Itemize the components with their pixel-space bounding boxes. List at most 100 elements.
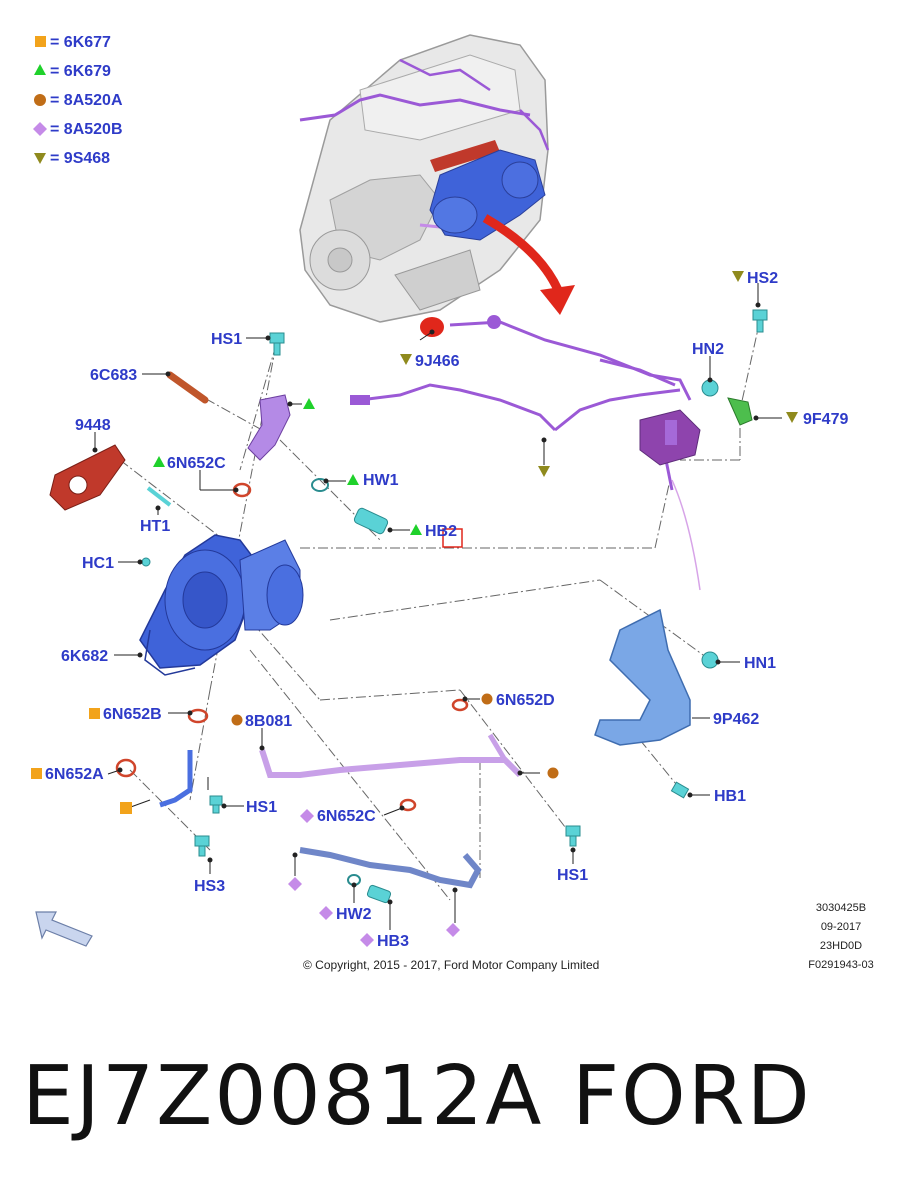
label-9j466: 9J466 bbox=[415, 353, 460, 370]
callout-symbols bbox=[31, 271, 798, 947]
label-hw1: HW1 bbox=[363, 472, 399, 489]
label-6n652c-top: 6N652C bbox=[167, 455, 226, 472]
symbol-triangle-down-hs2 bbox=[732, 271, 744, 282]
copyright-text: © Copyright, 2015 - 2017, Ford Motor Com… bbox=[303, 958, 599, 972]
symbol-diamond-hb3 bbox=[360, 933, 374, 947]
label-hs1-mid: HS1 bbox=[246, 799, 277, 816]
symbol-square-6n652b bbox=[89, 708, 100, 719]
legend-triangle-down-symbol bbox=[34, 153, 46, 164]
legend-label-triangle-down: 9S468 bbox=[64, 150, 110, 167]
symbol-square-oil-tube bbox=[120, 802, 132, 814]
reference-1: 3030425B bbox=[816, 902, 866, 914]
part-9f479-sensor bbox=[727, 397, 753, 426]
engine-block-illustration bbox=[299, 34, 550, 323]
brand-name: FORD bbox=[572, 1049, 812, 1144]
part-bracket-purple bbox=[247, 394, 291, 461]
legend: = 6K677 = 6K679 = 8A520A = 8A520B = 9S46… bbox=[33, 34, 123, 167]
label-6n652b: 6N652B bbox=[103, 706, 162, 723]
symbol-triangle-up-hw1 bbox=[347, 474, 359, 485]
svg-text:= 8A520B: = 8A520B bbox=[50, 121, 123, 138]
legend-label-triangle-up: 6K679 bbox=[64, 63, 111, 80]
symbol-circle-tube bbox=[547, 767, 559, 779]
nut-hn1 bbox=[701, 651, 719, 669]
heat-shield-9p462 bbox=[594, 608, 691, 746]
callout-labels: HS2 HS1 6C683 9J466 HN2 9F479 9448 6N652… bbox=[45, 270, 848, 950]
bolt-hs3 bbox=[194, 835, 210, 857]
symbol-diamond-6n652c bbox=[300, 809, 314, 823]
symbol-triangle-up-bracket bbox=[303, 398, 315, 409]
turbocharger-6k682 bbox=[139, 534, 304, 676]
label-9p462: 9P462 bbox=[713, 711, 759, 728]
symbol-triangle-up-hb2 bbox=[410, 524, 422, 535]
label-6k682: 6K682 bbox=[61, 648, 108, 665]
oring-6n652a bbox=[115, 758, 137, 778]
symbol-diamond-hw2 bbox=[319, 906, 333, 920]
label-hc1: HC1 bbox=[82, 555, 114, 572]
label-hw2: HW2 bbox=[336, 906, 372, 923]
label-hb2: HB2 bbox=[425, 523, 457, 540]
coolant-tube-8b081 bbox=[259, 733, 523, 778]
part-number: EJ7Z00812A bbox=[22, 1049, 544, 1144]
label-hn2: HN2 bbox=[692, 341, 724, 358]
symbol-diamond-tube-left bbox=[288, 877, 302, 891]
legend-label-diamond: 8A520B bbox=[64, 121, 123, 138]
bolt-hb2 bbox=[353, 507, 389, 535]
bolt-hs1-mid bbox=[209, 795, 223, 814]
symbol-triangle-down-harness bbox=[538, 466, 550, 477]
label-hs3: HS3 bbox=[194, 878, 225, 895]
symbol-diamond-tube-right bbox=[446, 923, 460, 937]
label-hs1-right: HS1 bbox=[557, 867, 588, 884]
reference-4: F0291943-03 bbox=[808, 959, 873, 971]
bolt-hs1-top bbox=[269, 332, 285, 356]
label-hb1: HB1 bbox=[714, 788, 746, 805]
symbol-triangle-up-6n652c bbox=[153, 456, 165, 467]
label-hs2: HS2 bbox=[747, 270, 778, 287]
legend-diamond-symbol bbox=[33, 122, 47, 136]
oring-6n652b bbox=[187, 708, 209, 724]
exploded-parts-diagram: = 6K677 = 6K679 = 8A520A = 8A520B = 9S46… bbox=[31, 34, 874, 972]
stud-ht1 bbox=[146, 486, 172, 507]
label-hs1-top: HS1 bbox=[211, 331, 242, 348]
svg-text:= 9S468: = 9S468 bbox=[50, 150, 110, 167]
oring-6n652d bbox=[451, 698, 469, 712]
reference-2: 09-2017 bbox=[821, 921, 861, 933]
legend-label-circle: 8A520A bbox=[64, 92, 123, 109]
label-9f479: 9F479 bbox=[803, 411, 848, 428]
bolt-hb3 bbox=[366, 884, 392, 904]
callout-leaders bbox=[92, 283, 782, 930]
symbol-circle-8b081 bbox=[231, 714, 243, 726]
symbol-triangle-down-9f479 bbox=[786, 412, 798, 423]
caption: EJ7Z00812A FORD bbox=[0, 1040, 912, 1160]
symbol-circle-6n652d bbox=[481, 693, 493, 705]
label-hn1: HN1 bbox=[744, 655, 776, 672]
part-6c683-sensor bbox=[166, 371, 209, 404]
label-6n652a: 6N652A bbox=[45, 766, 104, 783]
harness-connector-parts bbox=[350, 315, 701, 591]
label-hb3: HB3 bbox=[377, 933, 409, 950]
symbol-square-6n652a bbox=[31, 768, 42, 779]
wiring-harness-9j466 bbox=[359, 320, 692, 491]
oring-6n652c-bottom bbox=[399, 798, 417, 812]
symbol-triangle-down-9j466 bbox=[400, 354, 412, 365]
washer-hw1 bbox=[311, 478, 329, 492]
bolt-hs1-right bbox=[565, 825, 581, 847]
legend-label-square: 6K677 bbox=[64, 34, 111, 51]
bolt-hb1 bbox=[670, 781, 690, 799]
label-ht1: HT1 bbox=[140, 518, 170, 535]
red-arrow-indicator bbox=[482, 214, 575, 315]
legend-triangle-up-symbol bbox=[34, 64, 46, 75]
label-9448: 9448 bbox=[75, 417, 111, 434]
legend-square-symbol bbox=[35, 36, 46, 47]
label-6n652c-bottom: 6N652C bbox=[317, 808, 376, 825]
svg-text:= 6K677: = 6K677 bbox=[50, 34, 111, 51]
reference-3: 23HD0D bbox=[820, 940, 862, 952]
part-9448-gasket bbox=[49, 444, 126, 511]
clip-hc1 bbox=[141, 557, 151, 567]
oil-feed-tube bbox=[159, 750, 193, 808]
view-direction-arrow-icon bbox=[35, 911, 93, 947]
label-6c683: 6C683 bbox=[90, 367, 137, 384]
oil-return-tube bbox=[299, 847, 482, 889]
label-8b081: 8B081 bbox=[245, 713, 292, 730]
highlight-box bbox=[442, 528, 463, 548]
bolt-hs2 bbox=[752, 309, 768, 333]
